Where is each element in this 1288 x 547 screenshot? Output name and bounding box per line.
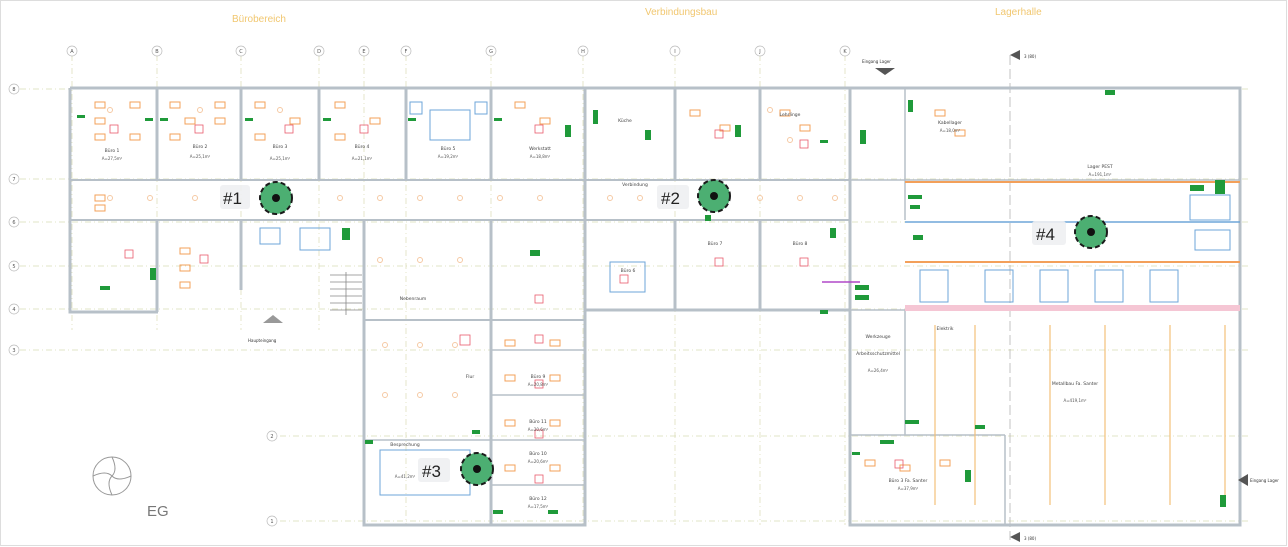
- svg-text:E: E: [362, 49, 365, 55]
- svg-text:Büro 4: Büro 4: [355, 144, 370, 150]
- floor-label: EG: [147, 503, 169, 520]
- svg-text:#2: #2: [661, 189, 680, 208]
- svg-text:A: A: [70, 49, 74, 55]
- svg-text:A=37,9m²: A=37,9m²: [898, 486, 919, 491]
- svg-text:A=20,6m²: A=20,6m²: [528, 459, 549, 464]
- warehouse-entrance: Eingang Lager: [1238, 474, 1279, 486]
- warehouse-racks: [919, 194, 1231, 303]
- svg-text:D: D: [317, 49, 321, 55]
- marker-1[interactable]: #1: [220, 181, 293, 215]
- svg-text:6: 6: [12, 220, 15, 226]
- highlight-band: [905, 305, 1240, 311]
- svg-text:Büro 5: Büro 5: [441, 146, 456, 152]
- svg-text:K: K: [843, 49, 847, 55]
- svg-text:Metallbau Fa. Santer: Metallbau Fa. Santer: [1052, 381, 1098, 387]
- alarm-points: [109, 124, 904, 484]
- zone-label-buero: Bürobereich: [232, 14, 286, 25]
- svg-text:Werkzeuge: Werkzeuge: [865, 334, 890, 340]
- svg-text:3: 3: [12, 348, 15, 354]
- svg-text:5: 5: [12, 264, 15, 270]
- north-arrow-icon: [92, 456, 132, 496]
- svg-text:Besprechung: Besprechung: [390, 442, 420, 448]
- svg-text:Lehrlinge: Lehrlinge: [780, 112, 801, 118]
- office-furniture: [94, 101, 966, 472]
- zone-label-lager: Lagerhalle: [995, 7, 1042, 18]
- svg-text:Arbeitsschutzmittel: Arbeitsschutzmittel: [856, 351, 900, 357]
- svg-text:A=20,6m²: A=20,6m²: [528, 427, 549, 432]
- metallbau-racks: [934, 325, 1226, 505]
- svg-text:A=419,1m²: A=419,1m²: [1063, 398, 1086, 403]
- section-cut-bottom: 3 (80): [1010, 532, 1036, 542]
- svg-text:Büro 8: Büro 8: [793, 241, 808, 247]
- stairwell: [330, 272, 362, 315]
- svg-text:Büro 3: Büro 3: [273, 144, 288, 150]
- section-cut-top: 3 (80): [1010, 50, 1036, 60]
- main-entrance: Haupteingang: [248, 315, 283, 343]
- grid-row-heads: 8 7 6 5 4 3 2 1: [8, 83, 278, 527]
- svg-text:Büro 12: Büro 12: [529, 496, 547, 502]
- svg-text:Büro 6: Büro 6: [621, 268, 636, 274]
- svg-text:A=25,1m²: A=25,1m²: [190, 154, 211, 159]
- svg-text:A=27,5m²: A=27,5m²: [102, 156, 123, 161]
- svg-text:#4: #4: [1036, 225, 1055, 244]
- svg-text:Elektrik: Elektrik: [937, 326, 954, 332]
- svg-text:Flur: Flur: [466, 374, 475, 380]
- svg-text:Lager PEST: Lager PEST: [1087, 164, 1113, 170]
- svg-text:A=17,5m²: A=17,5m²: [528, 504, 549, 509]
- svg-text:8: 8: [12, 87, 15, 93]
- svg-text:3 (80): 3 (80): [1024, 536, 1036, 541]
- svg-text:Büro 3 Fa. Santer: Büro 3 Fa. Santer: [889, 478, 928, 484]
- svg-text:Werkstatt: Werkstatt: [529, 146, 551, 152]
- warehouse-top-entrance: Eingang Lager: [862, 59, 895, 75]
- marker-4[interactable]: #4: [1032, 215, 1108, 249]
- svg-text:7: 7: [12, 177, 15, 183]
- svg-text:A=26,4m²: A=26,4m²: [868, 368, 889, 373]
- svg-text:Büro 11: Büro 11: [529, 419, 547, 425]
- svg-text:Nebenraum: Nebenraum: [400, 296, 426, 302]
- svg-text:Küche: Küche: [618, 118, 632, 124]
- svg-text:B: B: [155, 49, 159, 55]
- svg-text:C: C: [239, 49, 243, 55]
- svg-text:Büro 1: Büro 1: [105, 148, 120, 154]
- svg-text:A=41,2m²: A=41,2m²: [395, 474, 416, 479]
- marker-3[interactable]: #3: [418, 452, 494, 486]
- zone-label-verbindung: Verbindungsbau: [645, 7, 717, 18]
- svg-text:Eingang Lager: Eingang Lager: [862, 59, 891, 64]
- svg-text:3 (80): 3 (80): [1024, 54, 1036, 59]
- svg-text:A=25,1m²: A=25,1m²: [270, 156, 291, 161]
- svg-text:I: I: [674, 49, 675, 55]
- svg-text:#3: #3: [422, 462, 441, 481]
- svg-text:A=191,1m²: A=191,1m²: [1088, 172, 1111, 177]
- svg-text:F: F: [405, 49, 408, 55]
- grid-lines: [20, 55, 1250, 540]
- safety-equipment: [77, 90, 1226, 514]
- sprinkler-heads: [107, 107, 838, 398]
- svg-text:#1: #1: [223, 189, 242, 208]
- svg-text:2: 2: [270, 434, 273, 440]
- svg-text:J: J: [758, 49, 760, 55]
- svg-text:Verbindung: Verbindung: [622, 182, 648, 188]
- svg-text:A=19,2m²: A=19,2m²: [438, 154, 459, 159]
- marker-2[interactable]: #2: [657, 179, 731, 213]
- svg-text:A=21,1m²: A=21,1m²: [352, 156, 373, 161]
- svg-text:G: G: [489, 49, 493, 55]
- svg-text:A=18,0m²: A=18,0m²: [940, 128, 961, 133]
- room-labels: Büro 1 A=27,5m² Büro 2 A=25,1m² Büro 3 A…: [102, 112, 1113, 509]
- svg-text:H: H: [581, 49, 585, 55]
- grid-column-heads: A B C D E F G H I J K: [66, 45, 851, 57]
- svg-text:A=20,8m²: A=20,8m²: [528, 382, 549, 387]
- svg-text:Eingang Lager: Eingang Lager: [1250, 478, 1279, 483]
- svg-text:Kabellager: Kabellager: [938, 120, 962, 126]
- svg-text:Haupteingang: Haupteingang: [248, 338, 277, 343]
- svg-text:1: 1: [270, 519, 273, 525]
- svg-text:Büro 10: Büro 10: [529, 451, 547, 457]
- svg-text:4: 4: [12, 307, 15, 313]
- svg-text:A=18,8m²: A=18,8m²: [530, 154, 551, 159]
- svg-text:Büro 7: Büro 7: [708, 241, 723, 247]
- svg-text:Büro 2: Büro 2: [193, 144, 208, 150]
- svg-text:Büro 9: Büro 9: [531, 374, 546, 380]
